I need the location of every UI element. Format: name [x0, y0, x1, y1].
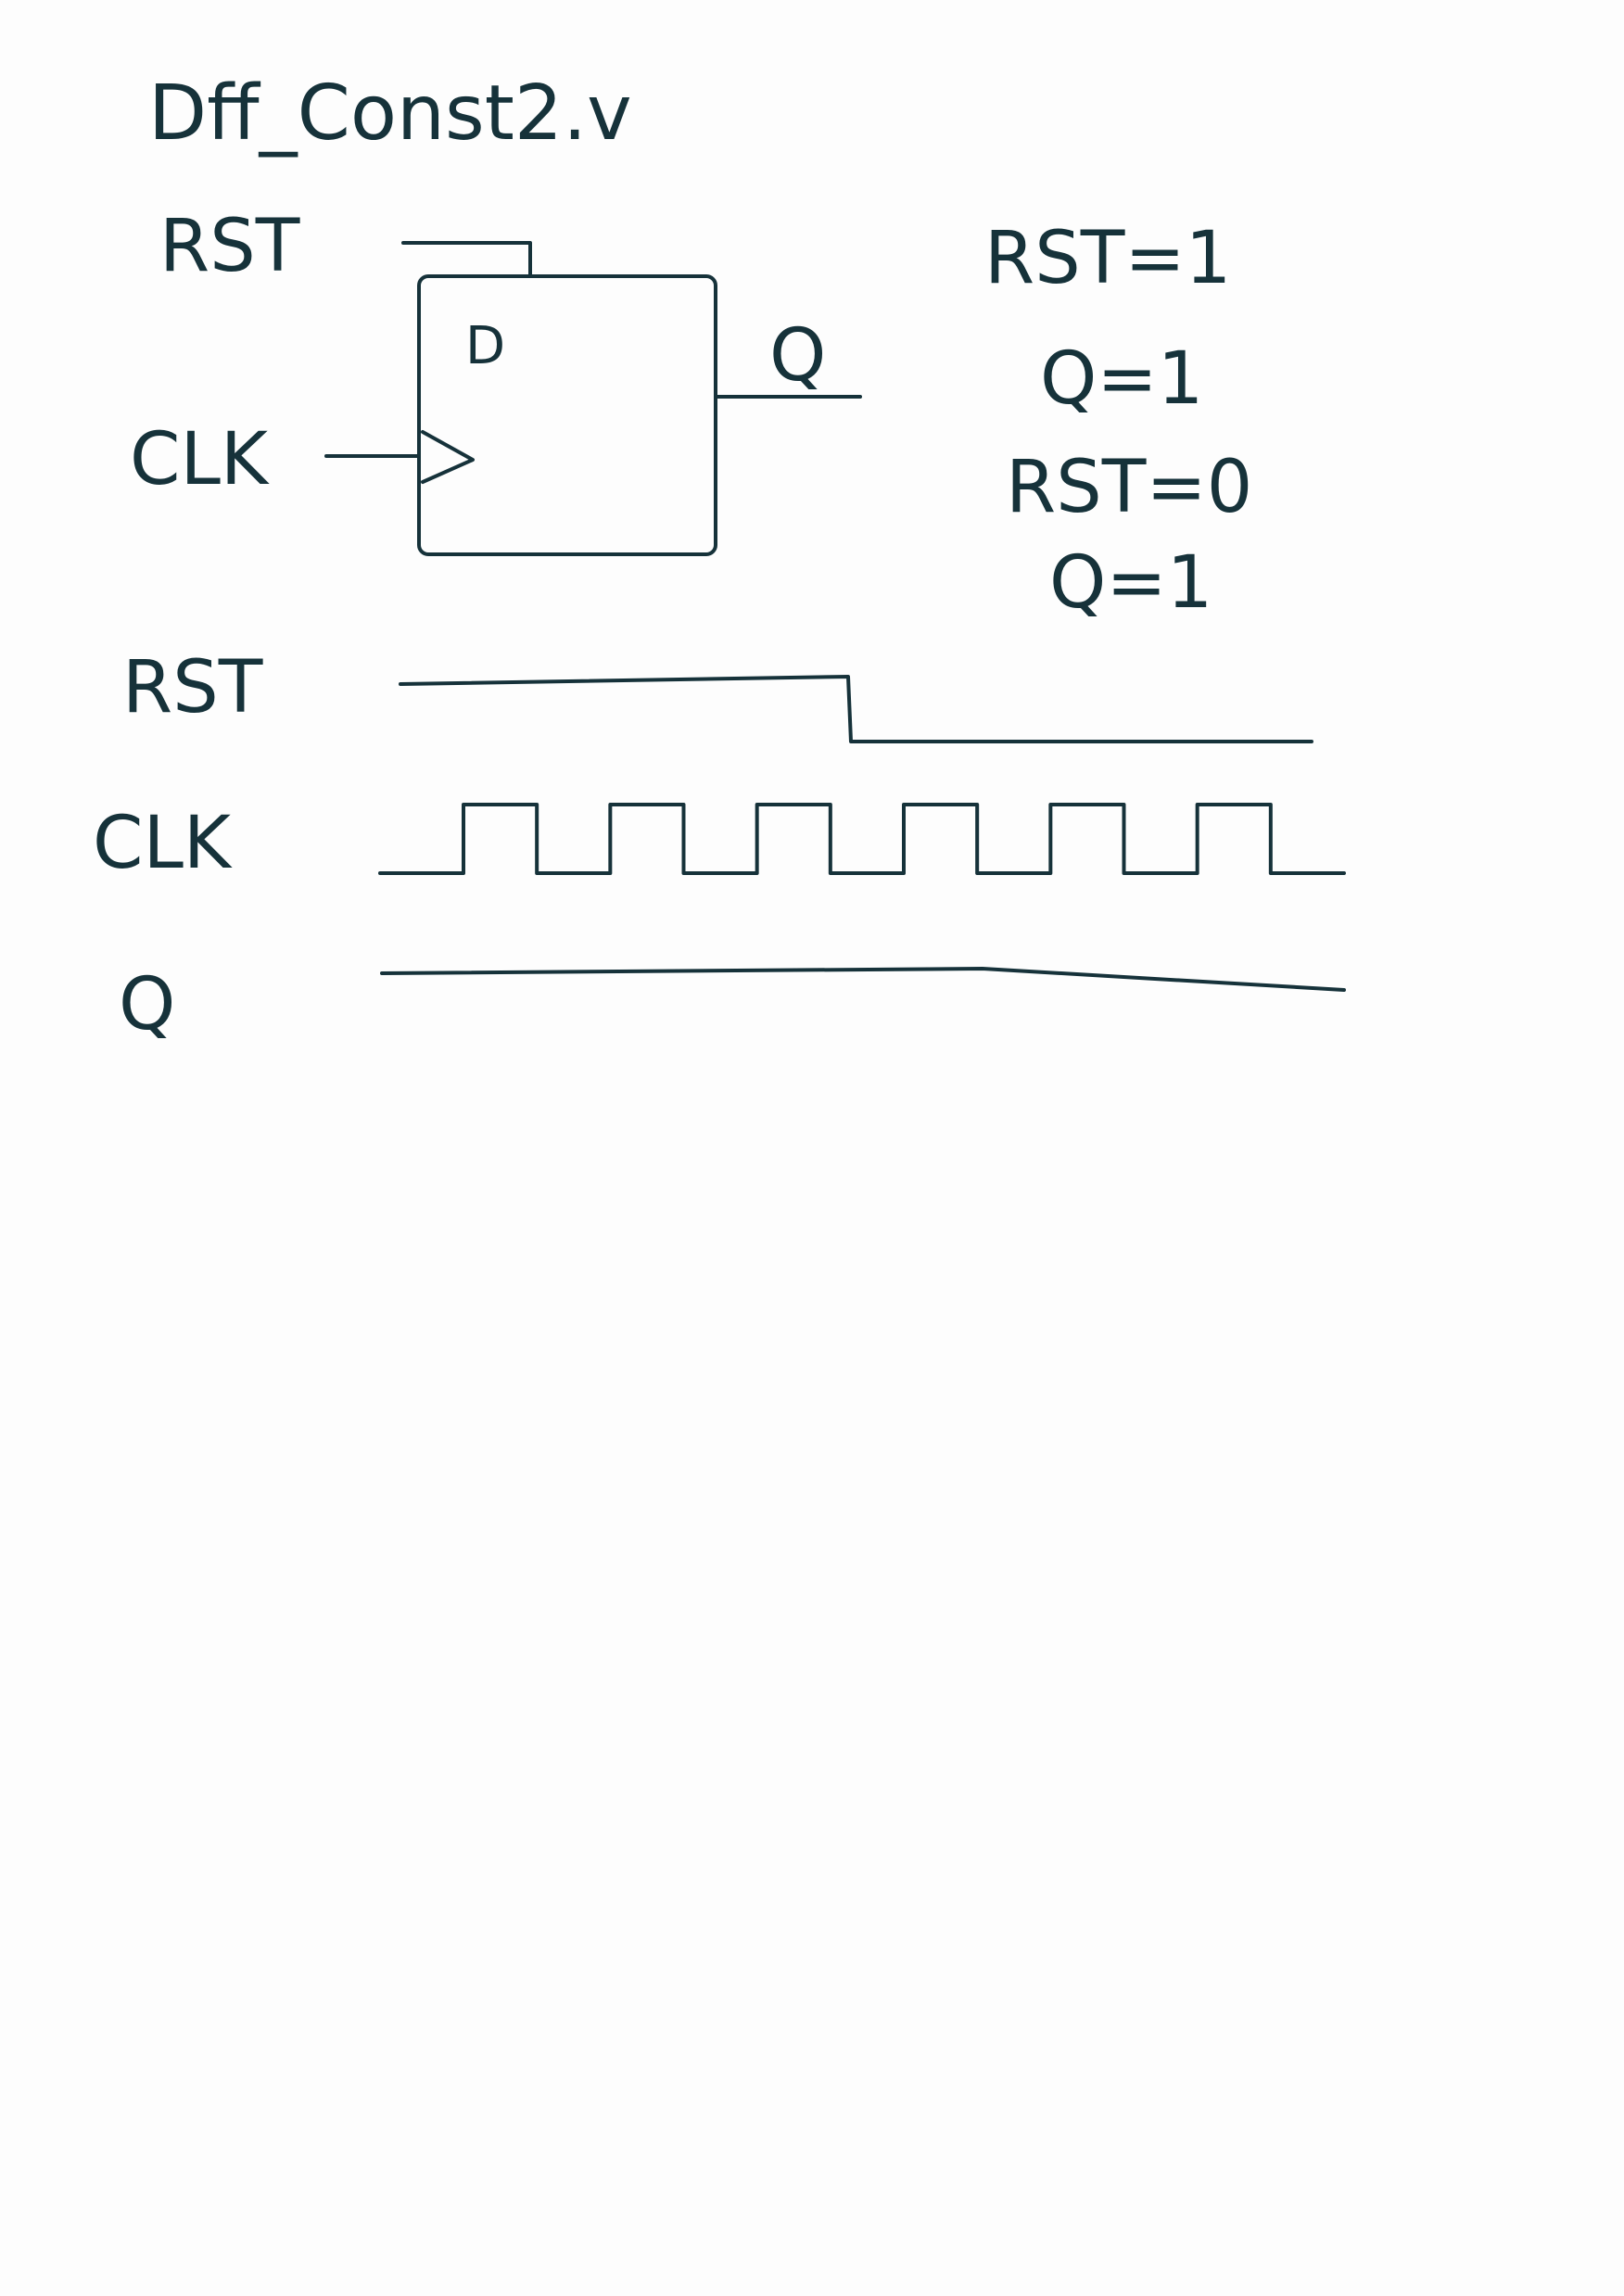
rst-waveform [399, 675, 1313, 743]
waveform-label-q: Q [119, 963, 175, 1047]
note-line: Q=1 [1040, 337, 1203, 421]
waveform-label-rst: RST [122, 646, 263, 729]
q-waveform [380, 967, 1346, 992]
block-rst-label: RST [159, 205, 300, 288]
waveform-label-clk: CLK [93, 802, 233, 885]
note-line: RST=0 [1006, 446, 1252, 529]
rst-input-line [401, 241, 532, 278]
note-line: Q=1 [1049, 541, 1212, 625]
dff-box [417, 274, 717, 556]
block-q-label: Q [769, 314, 826, 398]
timing-diagram: RST CLK Q [93, 646, 1346, 1047]
clock-edge-icon [421, 430, 475, 484]
diagram-title: Dff_Const2.v [148, 70, 632, 158]
notes: RST=1 Q=1 RST=0 Q=1 [984, 217, 1252, 625]
dff-block: RST CLK D Q [130, 205, 862, 556]
note-line: RST=1 [984, 217, 1231, 300]
pin-d-label: D [465, 316, 505, 376]
block-clk-label: CLK [130, 418, 270, 501]
clk-waveform [378, 803, 1346, 875]
